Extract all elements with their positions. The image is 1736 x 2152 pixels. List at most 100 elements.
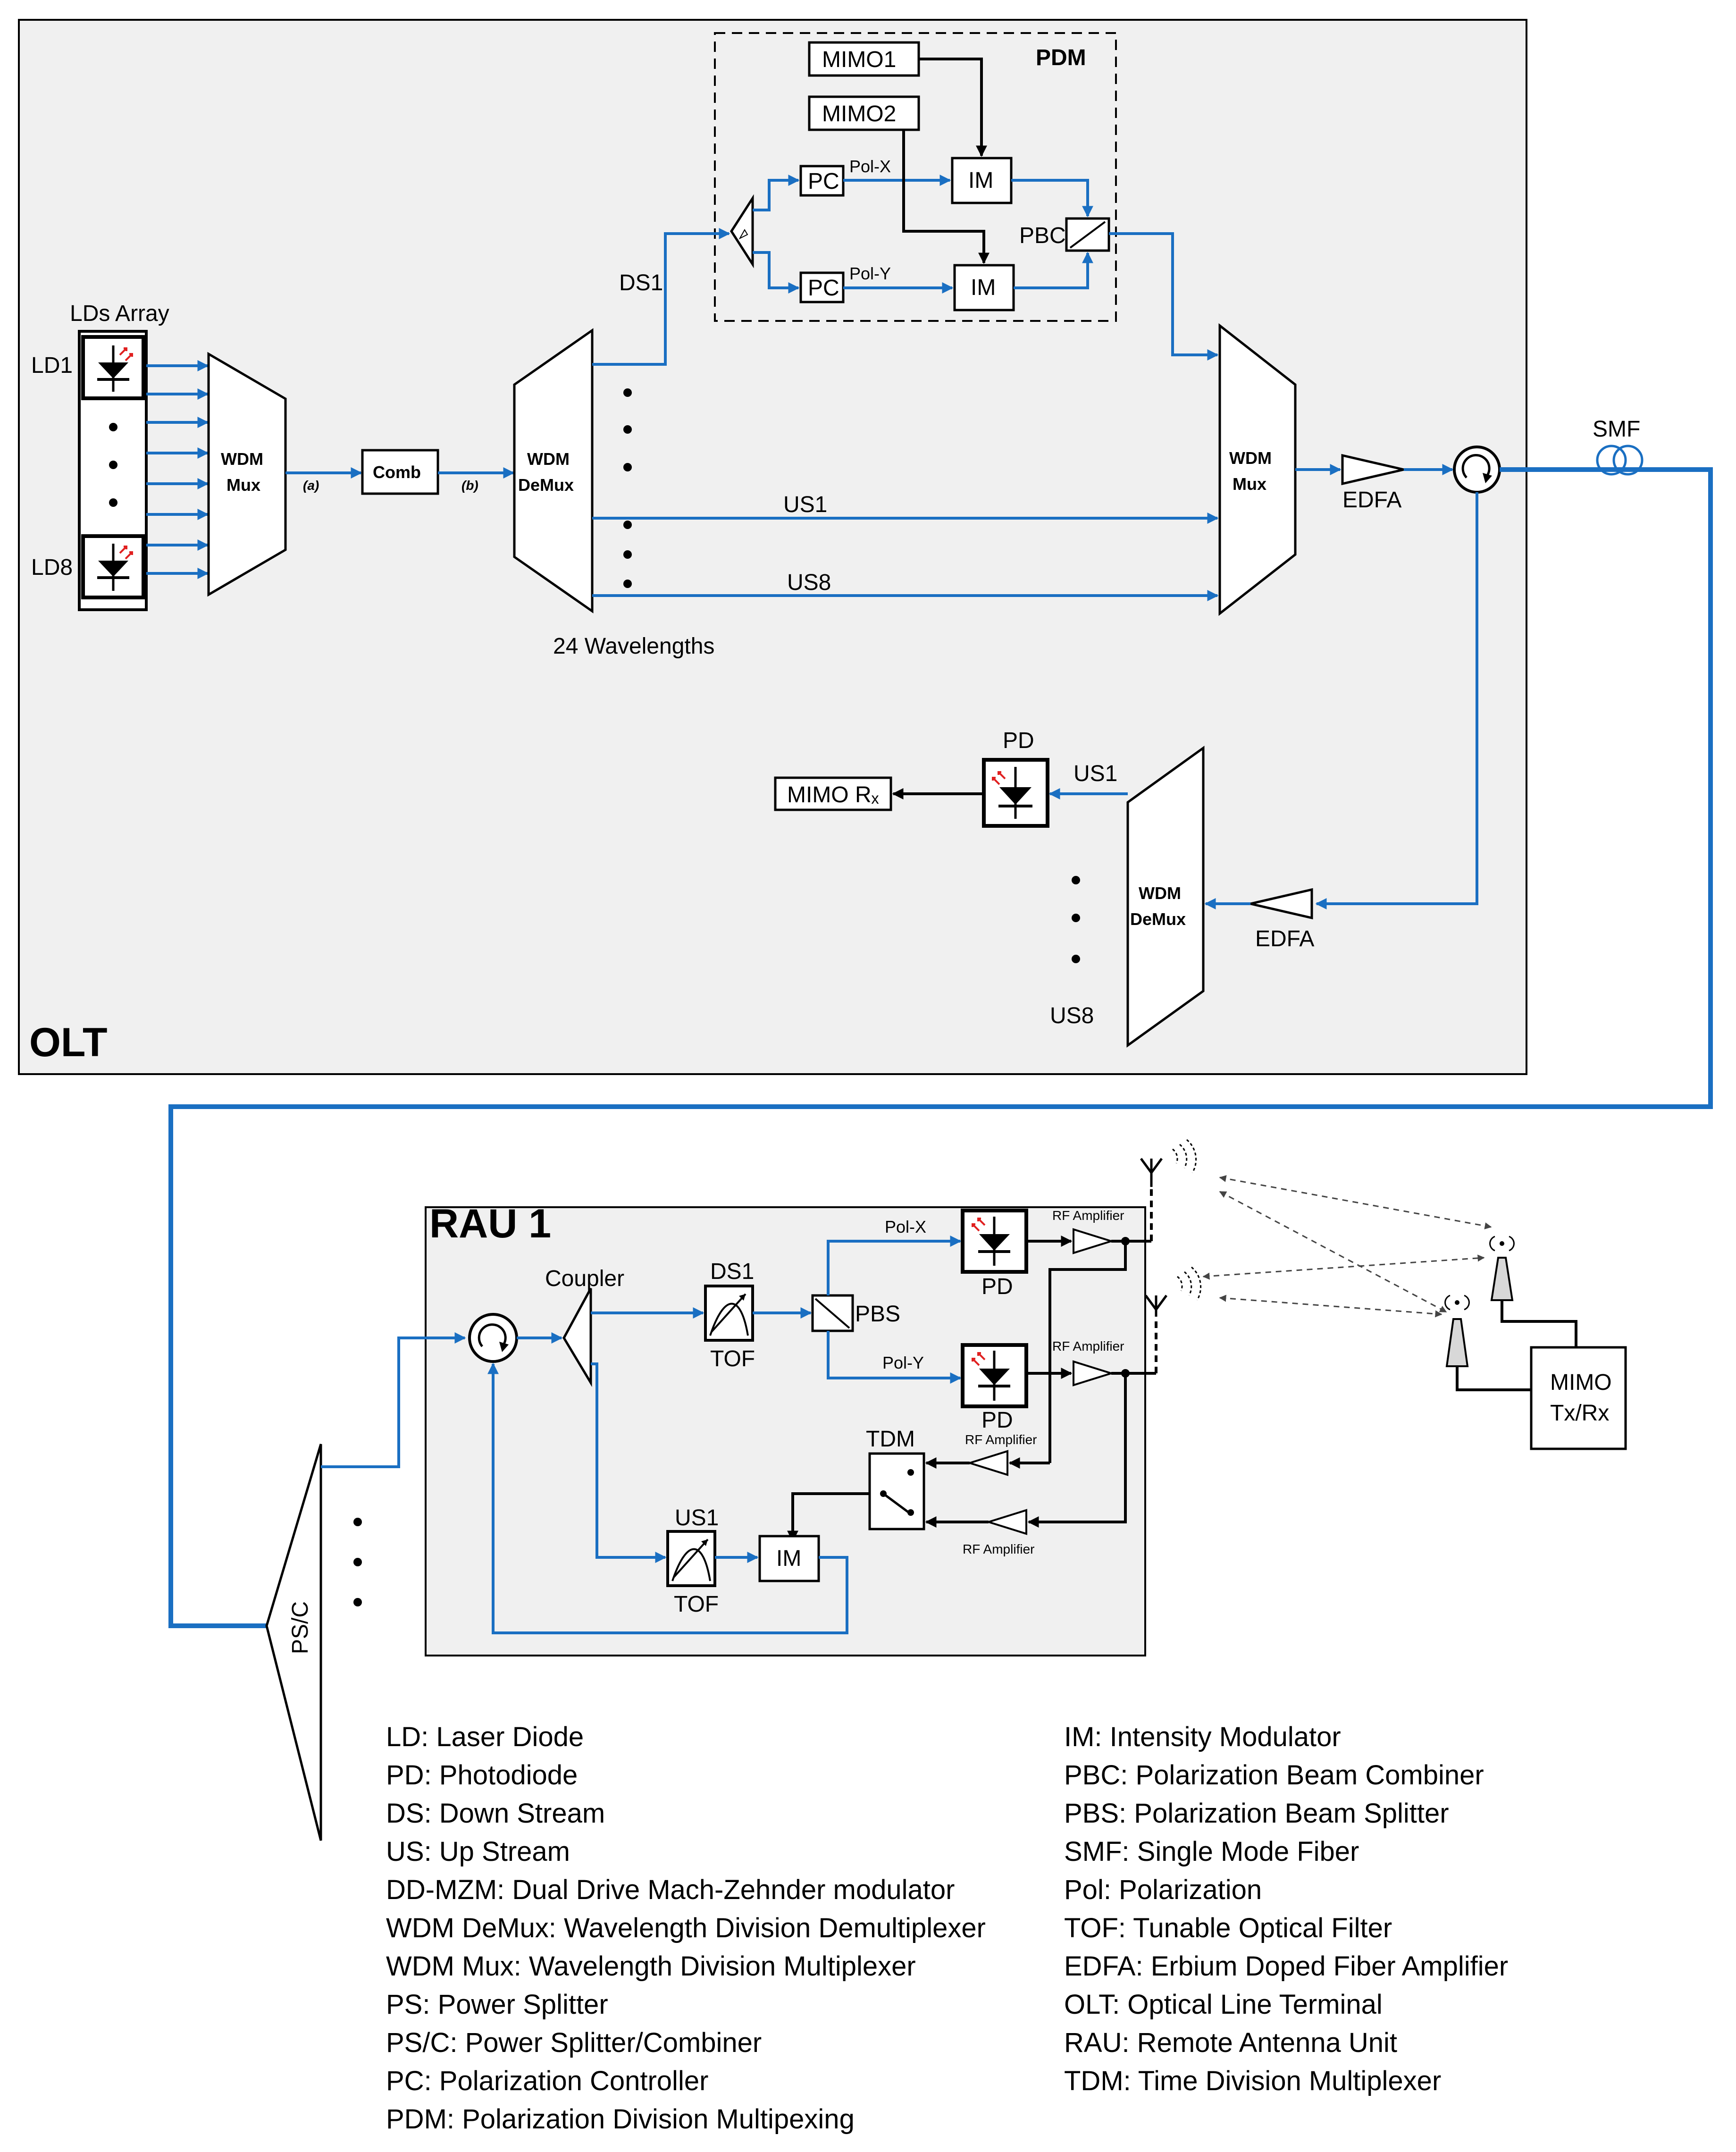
pbc-diagonal xyxy=(1069,221,1106,249)
pdm-splitter xyxy=(730,194,754,269)
link-imy-pbc xyxy=(1014,252,1093,289)
legend-left-0: LD: Laser Diode xyxy=(386,1722,584,1752)
ld-dot xyxy=(109,498,117,507)
rx-us8-label: US8 xyxy=(1050,1003,1094,1028)
legend-right-8: RAU: Remote Antenna Unit xyxy=(1064,2027,1397,2058)
wdm-mux-a-label-2: Mux xyxy=(226,475,260,495)
demux-dot xyxy=(623,550,632,559)
rx-dot xyxy=(1072,914,1080,922)
link-psc-rau xyxy=(321,1332,466,1468)
smf-coil-icon xyxy=(1596,445,1644,476)
psc-dot xyxy=(353,1558,362,1566)
olt-circulator xyxy=(1453,446,1501,494)
pol-y-rau-label: Pol-Y xyxy=(882,1353,924,1372)
wdm-demux-tx xyxy=(513,328,594,614)
legend-left-9: PC: Polarization Controller xyxy=(386,2066,708,2096)
demux-dot xyxy=(623,425,632,434)
rx-us1-label: US1 xyxy=(1073,761,1117,786)
rau-antenna-1-icon xyxy=(1140,1139,1197,1187)
legend-right-0: IM: Intensity Modulator xyxy=(1064,1722,1341,1752)
wdm-mux-b-label-2: Mux xyxy=(1233,474,1266,494)
tof-us-label: TOF xyxy=(674,1592,719,1617)
psc-dot xyxy=(353,1598,362,1606)
legend-right-3: SMF: Single Mode Fiber xyxy=(1064,1836,1359,1867)
legend-left-10: PDM: Polarization Division Multipexing xyxy=(386,2104,855,2135)
rx-demux-label-2: DeMux xyxy=(1130,909,1186,929)
comb-box xyxy=(361,449,439,495)
pd-y-label: PD xyxy=(981,1408,1013,1433)
wireless-links xyxy=(1202,1175,1492,1318)
ld-dot xyxy=(109,461,117,469)
rf-amp-2-label: RF Amplifier xyxy=(1052,1339,1124,1353)
mimo-txrx-label-2: Tx/Rx xyxy=(1550,1401,1609,1426)
legend-right-1: PBC: Polarization Beam Combiner xyxy=(1064,1760,1484,1791)
im-y-box xyxy=(953,264,1015,311)
link-imx-pbc xyxy=(1011,179,1093,218)
coupler xyxy=(562,1287,592,1387)
link-pbc-mux xyxy=(1109,232,1219,361)
link-node2-up xyxy=(1027,1373,1127,1528)
legend-left-2: DS: Down Stream xyxy=(386,1798,605,1829)
legend-left-6: WDM Mux: Wavelength Division Multiplexer xyxy=(386,1951,916,1982)
legend-left-5: WDM DeMux: Wavelength Division Demultipl… xyxy=(386,1913,986,1943)
mimo2-label: MIMO2 xyxy=(822,101,896,126)
link-coupler-tofus xyxy=(591,1362,667,1563)
rau-title: RAU 1 xyxy=(429,1201,551,1246)
wavelengths-label: 24 Wavelengths xyxy=(553,634,714,659)
demux-dot xyxy=(623,580,632,588)
pc-y-label: PC xyxy=(808,276,839,301)
smf-label: SMF xyxy=(1593,417,1640,442)
pbc-label: PBC xyxy=(1019,223,1066,248)
rf-amp-3 xyxy=(966,1450,1008,1476)
mimo-txrx-label-1: MIMO xyxy=(1550,1370,1612,1395)
link-mimo2-imy xyxy=(902,130,990,264)
signal-a-label: (a) xyxy=(303,478,319,493)
mimo1-label: MIMO1 xyxy=(822,47,896,72)
mimo-rx-box xyxy=(774,776,892,811)
legend-left-7: PS: Power Splitter xyxy=(386,1989,608,2020)
signal-b-label: (b) xyxy=(461,478,478,493)
legend: LD: Laser Diode PD: Photodiode DS: Down … xyxy=(386,1722,1508,2135)
pbs-label: PBS xyxy=(855,1302,900,1327)
tdm-switch-icon xyxy=(868,1452,925,1530)
pol-x-rau-label: Pol-X xyxy=(885,1217,926,1236)
pd-x-label: PD xyxy=(981,1274,1013,1299)
im-y-label: IM xyxy=(971,275,996,300)
im-rau-label: IM xyxy=(776,1546,801,1571)
wdm-demux-rx xyxy=(1126,746,1205,1048)
ld1-icon xyxy=(81,335,145,400)
link-node1-up xyxy=(1048,1241,1127,1463)
rx-demux-label-1: WDM xyxy=(1139,883,1181,903)
tdm-label: TDM xyxy=(866,1427,915,1452)
rx-dot xyxy=(1072,955,1080,963)
rf-amp-4 xyxy=(985,1509,1027,1535)
edfa-rx-label: EDFA xyxy=(1255,926,1314,951)
pol-x-label: Pol-X xyxy=(849,157,891,176)
psc-splitter xyxy=(265,1444,322,1841)
coupler-label: Coupler xyxy=(545,1266,624,1291)
rf-amp-4-label: RF Amplifier xyxy=(963,1542,1034,1556)
ds1-label: DS1 xyxy=(619,270,663,295)
mimo-txrx-box xyxy=(1530,1346,1627,1450)
mimo-antenna-b-icon xyxy=(1444,1295,1470,1367)
legend-right-9: TDM: Time Division Multiplexer xyxy=(1064,2066,1441,2096)
legend-left-4: DD-MZM: Dual Drive Mach-Zehnder modulato… xyxy=(386,1875,955,1905)
pd-rx-label: PD xyxy=(1003,728,1034,753)
pbs-diagonal xyxy=(814,1298,850,1329)
rau-panel xyxy=(425,1206,1146,1656)
ld8-icon xyxy=(81,534,145,599)
psc-dot xyxy=(353,1518,362,1526)
demux-dot xyxy=(623,388,632,397)
rf-amp-1 xyxy=(1073,1228,1115,1254)
mimo-rx-label: MIMO Rₓ xyxy=(787,782,879,807)
link-im-circ xyxy=(487,1362,848,1634)
edfa-tx xyxy=(1341,454,1404,486)
link-pbs-pdy xyxy=(827,1331,962,1384)
legend-left-8: PS/C: Power Splitter/Combiner xyxy=(386,2027,762,2058)
rau-antenna-2-icon xyxy=(1144,1266,1202,1317)
link-pbs-pdx xyxy=(827,1236,962,1295)
rx-dot xyxy=(1072,876,1080,884)
mimo2-box xyxy=(808,95,920,131)
tof-us-icon xyxy=(666,1530,716,1587)
legend-left-3: US: Up Stream xyxy=(386,1836,570,1867)
